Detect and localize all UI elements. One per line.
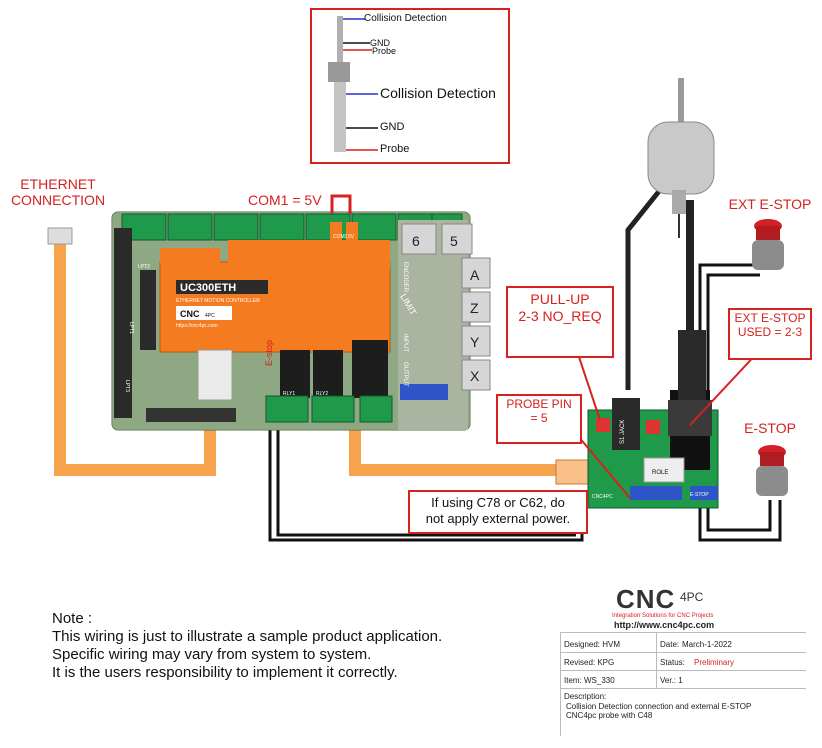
c48-jack-label: S1 JACK — [620, 420, 626, 444]
com1-label: COM1 = 5V — [248, 192, 322, 208]
button-y: Y — [470, 334, 480, 350]
relay2-label: RLY2 — [316, 391, 328, 397]
lpt3-label: LPT3 — [124, 380, 130, 392]
version-field: Ver.: 1 — [660, 676, 683, 685]
ext-estop-button — [752, 219, 784, 270]
jack-large-probe-label: Probe — [380, 143, 410, 155]
note-line-3: It is the users responsibility to implem… — [52, 664, 398, 681]
probe-pin-callout: PROBE PIN = 5 — [496, 394, 582, 444]
v5-pin-label: 5V — [348, 234, 355, 240]
description-label: Description: — [564, 692, 607, 701]
note-block: Note : This wiring is just to illustrate… — [52, 610, 442, 682]
estop-label: E-STOP — [744, 420, 796, 436]
title-logo: CNC — [616, 584, 676, 614]
button-5: 5 — [450, 233, 458, 249]
jack-small-collision-label: Collision Detection — [364, 13, 447, 24]
jack-large-gnd-label: GND — [380, 121, 405, 133]
board-subtitle: ETHERNET MOTION CONTROLLER — [176, 298, 260, 304]
ext-estop-used-callout-text: EXT E-STOP USED = 2-3 — [734, 311, 806, 339]
jack-pinout-diagram: Collision Detection GND Probe Collision … — [310, 8, 510, 164]
board-logo: CNC — [180, 309, 200, 319]
title-block: CNC 4PC Integration Solutions for CNC Pr… — [560, 578, 806, 738]
title-tagline: Integration Solutions for CNC Projects — [612, 613, 714, 619]
description-line-2: CNC4pc probe with C48 — [566, 711, 653, 720]
ethernet-connection-label: ETHERNET CONNECTION — [10, 176, 106, 208]
note-title: Note : — [52, 610, 93, 627]
note-line-2: Specific wiring may vary from system to … — [52, 646, 372, 663]
board-labels: UC300ETH ETHERNET MOTION CONTROLLER CNC … — [124, 233, 709, 500]
board-name: UC300ETH — [180, 282, 236, 294]
input-label: INPUT — [402, 334, 408, 352]
power-note-text: If using C78 or C62, do not apply extern… — [425, 495, 571, 526]
probe-cable — [625, 188, 694, 390]
board-url: https://cnc4pc.com — [176, 323, 218, 329]
touch-probe — [647, 78, 715, 238]
designed-field: Designed: HVM — [564, 640, 621, 649]
status-value: Preliminary — [694, 658, 735, 667]
power-note-callout: If using C78 or C62, do not apply extern… — [408, 490, 588, 534]
jack-large-collision-label: Collision Detection — [380, 85, 496, 101]
c48-logo: CNC4PC — [592, 494, 613, 500]
jack-small-gnd-label: GND — [370, 38, 390, 48]
date-label: Date: — [660, 640, 680, 649]
item-field: Item: WS_330 — [564, 676, 615, 685]
probe-pin-callout-text: PROBE PIN = 5 — [506, 397, 572, 425]
probe-jack-plug — [668, 330, 712, 436]
revised-field: Revised: KPG — [564, 658, 615, 667]
button-z: Z — [470, 300, 479, 316]
uc300eth-board — [111, 211, 491, 431]
pullup-callout: PULL-UP 2-3 NO_REQ — [506, 286, 614, 358]
com1-pin-label: COM1 — [333, 234, 348, 240]
status-label: Status: — [660, 658, 685, 667]
lpt1-label: LPT1 — [128, 322, 134, 334]
relay1-label: RLY1 — [283, 391, 295, 397]
button-x: X — [470, 368, 480, 384]
button-a: A — [470, 267, 480, 283]
jack-pinout-drawing — [328, 16, 378, 152]
board-estop-label: E-stop — [264, 340, 274, 366]
estop-button — [756, 445, 788, 496]
com1-bracket — [330, 194, 352, 214]
jack-small-probe-label: Probe — [372, 46, 397, 56]
title-url: http://www.cnc4pc.com — [614, 620, 715, 630]
pullup-callout-text: PULL-UP 2-3 NO_REQ — [518, 291, 602, 324]
button-6: 6 — [412, 233, 420, 249]
output-label: OUTPUT — [402, 362, 408, 387]
note-line-1: This wiring is just to illustrate a samp… — [52, 628, 443, 645]
encoder-label: ENCODER — [402, 262, 408, 293]
ethernet-cable — [47, 227, 216, 476]
title-logo-sub: 4PC — [680, 590, 704, 604]
ext-estop-label: EXT E-STOP — [728, 196, 812, 212]
description-line-1: Collision Detection connection and exter… — [566, 702, 752, 711]
ext-estop-used-callout: EXT E-STOP USED = 2-3 — [728, 308, 812, 360]
lpt2-label: LPT2 — [138, 264, 150, 270]
board-logo-sub: 4PC — [205, 313, 215, 319]
c48-estop-label: E-STOP — [690, 492, 709, 498]
date-value: March-1-2022 — [682, 640, 732, 649]
c48-role-label: ROLE — [652, 470, 668, 476]
